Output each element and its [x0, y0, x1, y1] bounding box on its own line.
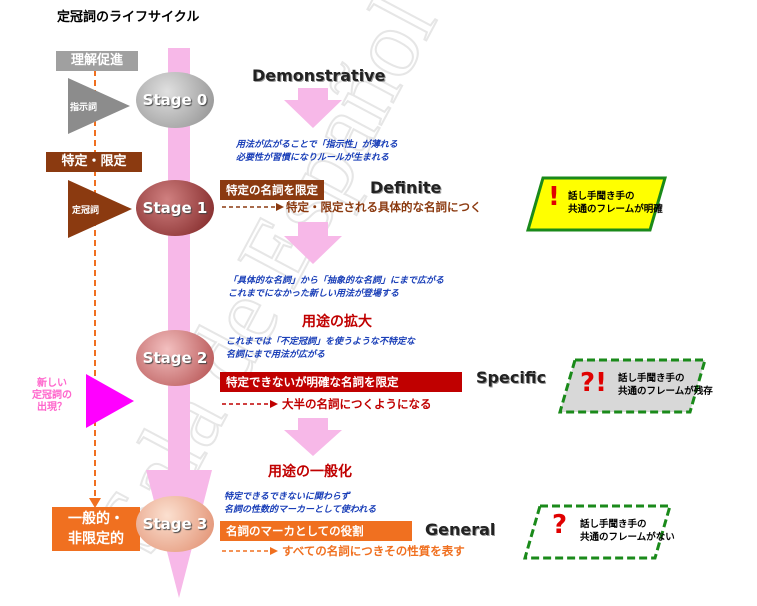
new-article-label: 新しい 定冠詞の 出現？ — [32, 378, 72, 414]
specific-limit-label: 特定・限定 — [46, 152, 142, 172]
general-nonlimit-label: 一般的・ 非限定的 — [52, 507, 140, 551]
frame-none-shape — [523, 504, 672, 560]
term-demonstrative: Demonstrative — [252, 66, 386, 85]
demonstrative-triangle — [68, 78, 130, 134]
transition-note-3-line-1: これまでは「不定冠詞」を使うような不特定な — [226, 337, 416, 347]
frame-clear-text: 話し手聞き手の 共通のフレームが明確 — [568, 190, 663, 216]
frame-remain-text: 話し手聞き手の 共通のフレームが残存 — [618, 372, 713, 398]
new-article-line-2: 定冠詞の — [32, 390, 72, 401]
definite-label: 定冠詞 — [72, 206, 100, 216]
transition-note-2-line-2: これまでになかった新しい用法が登場する — [228, 289, 400, 299]
arrow-head-3 — [270, 547, 278, 555]
new-article-line-3: 出現？ — [37, 402, 67, 413]
stage-1-bar: 特定の名詞を限定 — [220, 180, 324, 200]
frame-clear-line-1: 話し手聞き手の — [568, 191, 635, 202]
understanding-label: 理解促進 — [56, 51, 138, 71]
definite-triangle — [68, 180, 132, 238]
demonstrative-label: 指示詞 — [70, 103, 98, 113]
frame-clear-line-2: 共通のフレームが明確 — [568, 204, 663, 215]
frame-remain-mark: ?! — [580, 368, 607, 398]
down-arrow-2 — [284, 222, 342, 264]
spine-bar — [168, 48, 190, 548]
frame-remain-shape — [558, 358, 707, 414]
frame-none-line-2: 共通のフレームがない — [580, 532, 675, 543]
stage-0-label: Stage 0 — [142, 91, 208, 109]
stage-1-arrow-text: 特定・限定される具体的な名詞につく — [286, 200, 482, 214]
term-general: General — [425, 520, 496, 539]
new-article-line-1: 新しい — [37, 378, 67, 389]
stage-3-bar: 名詞のマーカとしての役割 — [220, 521, 412, 541]
new-article-triangle — [86, 374, 134, 428]
stage-1-label: Stage 1 — [142, 199, 208, 217]
down-arrow-1 — [284, 88, 342, 128]
frame-clear-mark: ! — [548, 182, 560, 212]
dashed-timeline-head — [89, 498, 101, 508]
transition-note-2: 「具体的な名詞」から「抽象的な名詞」にまで広がる これまでになかった新しい用法が… — [228, 275, 444, 301]
frame-none-line-1: 話し手聞き手の — [580, 519, 647, 530]
stage-1-circle: Stage 1 — [136, 180, 214, 236]
stage-2-circle: Stage 2 — [136, 330, 214, 386]
stage-0-circle: Stage 0 — [136, 72, 214, 128]
frame-remain-line-1: 話し手聞き手の — [618, 373, 685, 384]
transition-note-3-line-2: 名詞にまで用法が広がる — [226, 350, 326, 360]
stage-2-bar: 特定できないが明確な名詞を限定 — [220, 372, 462, 392]
heading-expansion: 用途の拡大 — [302, 314, 372, 330]
arrow-head-2 — [270, 400, 278, 408]
transition-note-4-line-1: 特定できるできないに関わらず — [224, 492, 350, 502]
heading-generalization: 用途の一般化 — [268, 464, 352, 480]
frame-clear-shape — [526, 176, 667, 232]
down-arrow-3 — [284, 418, 342, 456]
arrow-head-1 — [276, 203, 284, 211]
stage-3-arrow-text: すべての名詞につきその性質を表す — [282, 544, 465, 558]
transition-note-4: 特定できるできないに関わらず 名詞の性数的マーカーとして使われる — [224, 491, 376, 517]
frame-remain-line-2: 共通のフレームが残存 — [618, 386, 713, 397]
transition-note-4-line-2: 名詞の性数的マーカーとして使われる — [224, 505, 377, 515]
stage-2-label: Stage 2 — [142, 349, 208, 367]
stage-3-label: Stage 3 — [142, 515, 208, 533]
transition-note-3: これまでは「不定冠詞」を使うような不特定な 名詞にまで用法が広がる — [226, 336, 415, 362]
term-definite: Definite — [370, 178, 442, 197]
frame-none-mark: ? — [552, 510, 568, 540]
general-line-2: 非限定的 — [68, 531, 124, 547]
transition-note-1-line-2: 必要性が習慣になりルールが生まれる — [236, 153, 390, 163]
frame-none-text: 話し手聞き手の 共通のフレームがない — [580, 518, 675, 544]
stage-3-circle: Stage 3 — [136, 496, 214, 552]
term-specific: Specific — [476, 368, 547, 387]
transition-note-1-line-1: 用法が広がることで「指示性」が薄れる — [236, 140, 398, 150]
general-line-1: 一般的・ — [68, 511, 124, 527]
diagram-title: 定冠詞のライフサイクル — [57, 10, 200, 25]
stage-2-arrow-text: 大半の名詞につくようになる — [282, 397, 432, 411]
transition-note-2-line-1: 「具体的な名詞」から「抽象的な名詞」にまで広がる — [228, 276, 445, 286]
transition-note-1: 用法が広がることで「指示性」が薄れる 必要性が習慣になりルールが生まれる — [236, 139, 398, 165]
